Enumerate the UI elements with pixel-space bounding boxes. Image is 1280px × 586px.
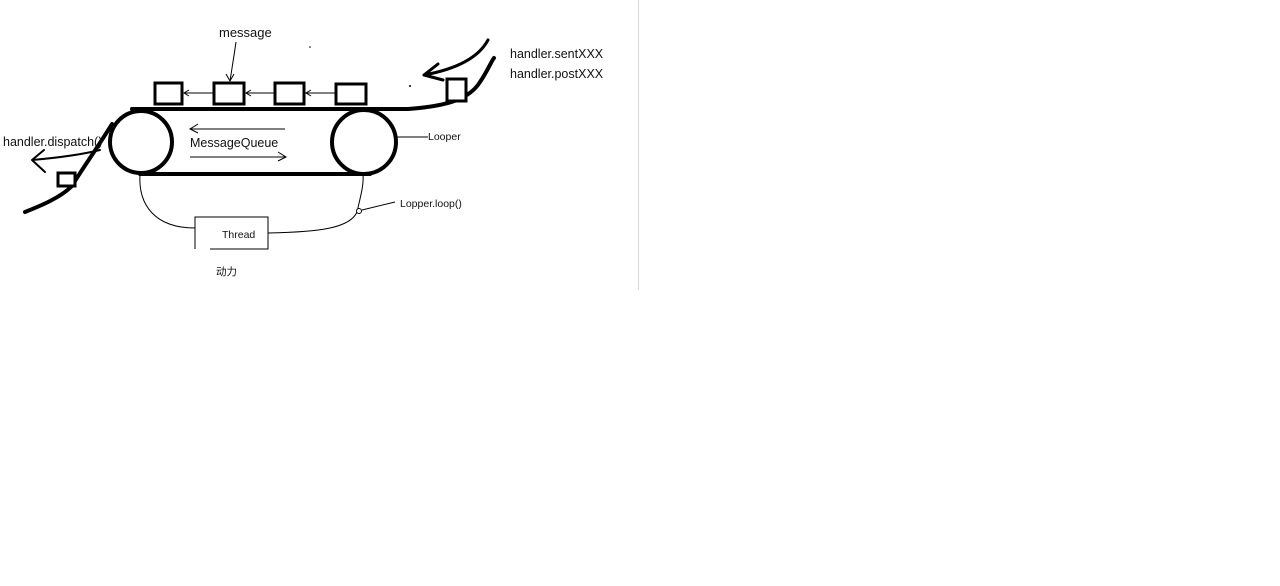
label-handler-sent: handler.sentXXX: [510, 47, 604, 61]
thread-link-left: [139, 173, 196, 229]
right-wheel-looper: [330, 108, 398, 176]
lopper-loop-node: [356, 208, 362, 214]
message-box: [153, 81, 184, 106]
thread-box: [194, 216, 269, 250]
message-box: [212, 81, 246, 106]
label-handler-dispatch: handler.dispatch(): [3, 135, 102, 149]
incoming-curve: [406, 56, 496, 111]
label-handler-post: handler.postXXX: [510, 67, 604, 81]
label-power: 动力: [216, 265, 237, 278]
stray-dot: [309, 46, 311, 48]
outgoing-message-box: [56, 171, 77, 188]
incoming-arrow: [422, 38, 490, 82]
outgoing-arrow: [31, 149, 101, 173]
incoming-message-box: [445, 77, 468, 103]
label-messagequeue: MessageQueue: [190, 136, 278, 150]
message-box: [273, 81, 306, 106]
lopper-loop-pointer: [361, 201, 396, 211]
label-lopper-loop: Lopper.loop(): [400, 198, 462, 210]
label-message: message: [219, 25, 272, 40]
queue-arrows: [183, 89, 336, 97]
messagequeue-arrows: [188, 123, 288, 162]
stray-dot: [409, 85, 411, 87]
message-pointer: [225, 41, 237, 83]
label-thread: Thread: [222, 229, 255, 241]
message-box: [334, 82, 368, 106]
thread-link-right: [267, 173, 364, 234]
label-looper: Looper: [428, 131, 461, 143]
vertical-divider: [638, 0, 639, 290]
left-wheel: [108, 109, 174, 175]
